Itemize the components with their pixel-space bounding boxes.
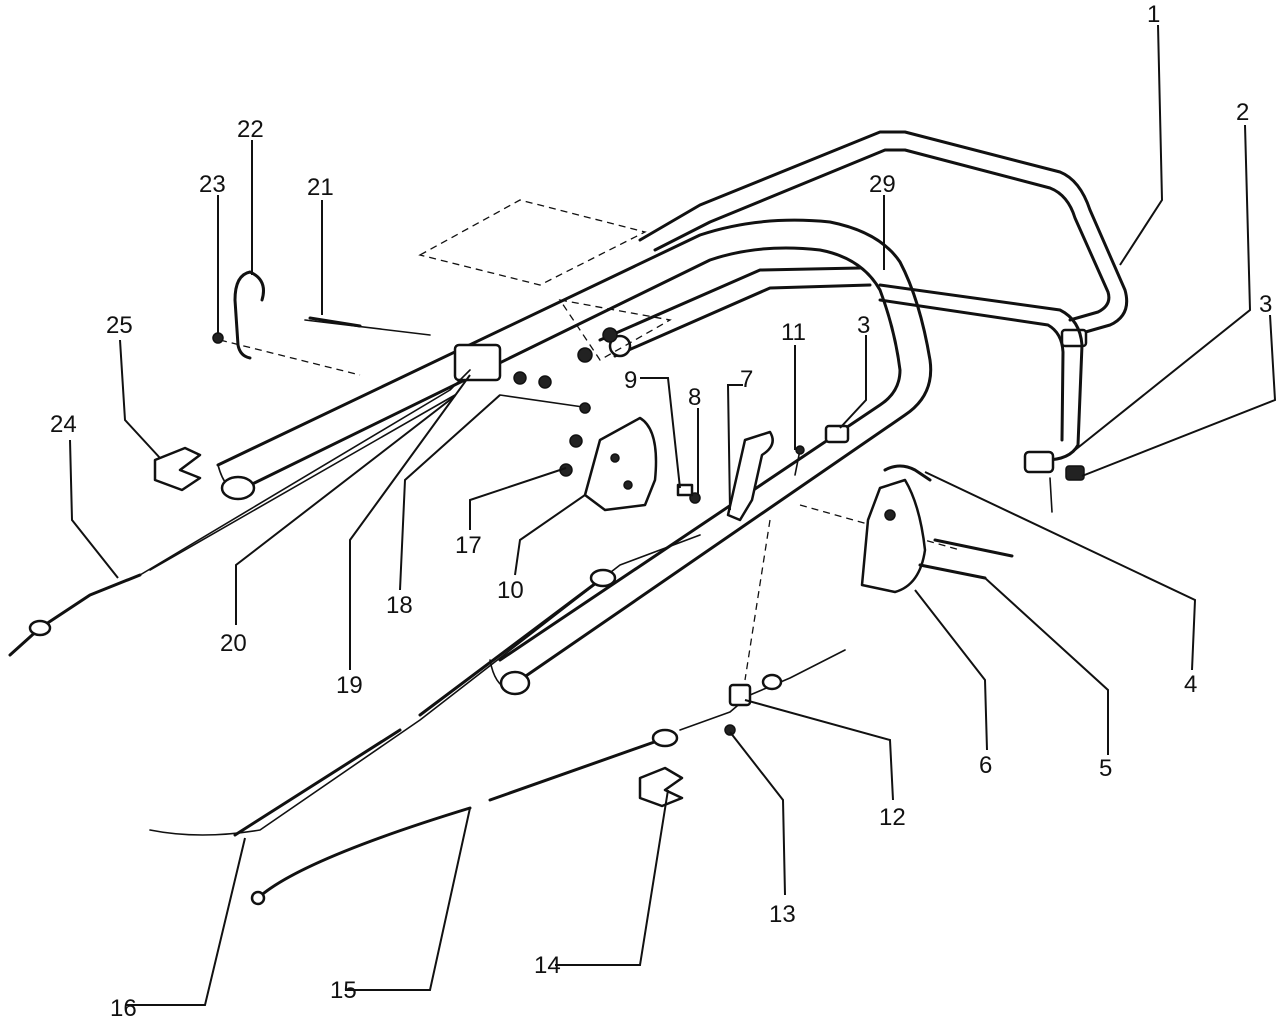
callout-labels: 1 2 3 3 4 5 6 7 8 9 10 11 12 13 14 15 16… [50,1,1272,1021]
callout-14: 14 [534,952,561,979]
callout-8: 8 [688,384,701,411]
dashed-alignment-lines [219,199,961,681]
callout-19: 19 [336,672,363,699]
cable-clip-lower [638,766,684,808]
callout-1: 1 [1147,1,1160,28]
bent-bolt [212,270,265,360]
callout-4: 4 [1184,671,1197,698]
callout-9: 9 [624,367,637,394]
callout-11: 11 [781,319,806,346]
callout-5: 5 [1099,755,1112,782]
callout-10: 10 [497,577,524,604]
callout-6: 6 [979,752,992,779]
callout-15: 15 [330,977,357,1004]
cables [8,369,846,906]
cable-clip-left [153,446,202,492]
lower-handle-frame [216,218,933,696]
callout-18: 18 [386,592,413,619]
callout-29: 29 [869,171,896,198]
callout-13: 13 [769,901,796,928]
control-block-assembly [304,316,618,477]
callout-3-center: 3 [857,312,870,339]
callout-16: 16 [110,995,137,1021]
callout-20: 20 [220,630,247,657]
callout-3-right: 3 [1259,291,1272,318]
callout-7: 7 [740,366,753,393]
control-lever [676,424,850,522]
callout-2: 2 [1236,99,1249,126]
callout-25: 25 [106,312,133,339]
left-lever-cover [583,416,658,512]
callout-22: 22 [237,116,264,143]
callout-21: 21 [307,174,334,201]
right-lever-cover [860,464,1014,594]
callout-17: 17 [455,532,482,559]
callout-23: 23 [199,171,226,198]
callout-leaders [69,24,1277,1006]
upper-handle [638,130,1129,348]
callout-24: 24 [50,411,77,438]
side-rod [878,283,1085,513]
callout-12: 12 [879,804,906,831]
